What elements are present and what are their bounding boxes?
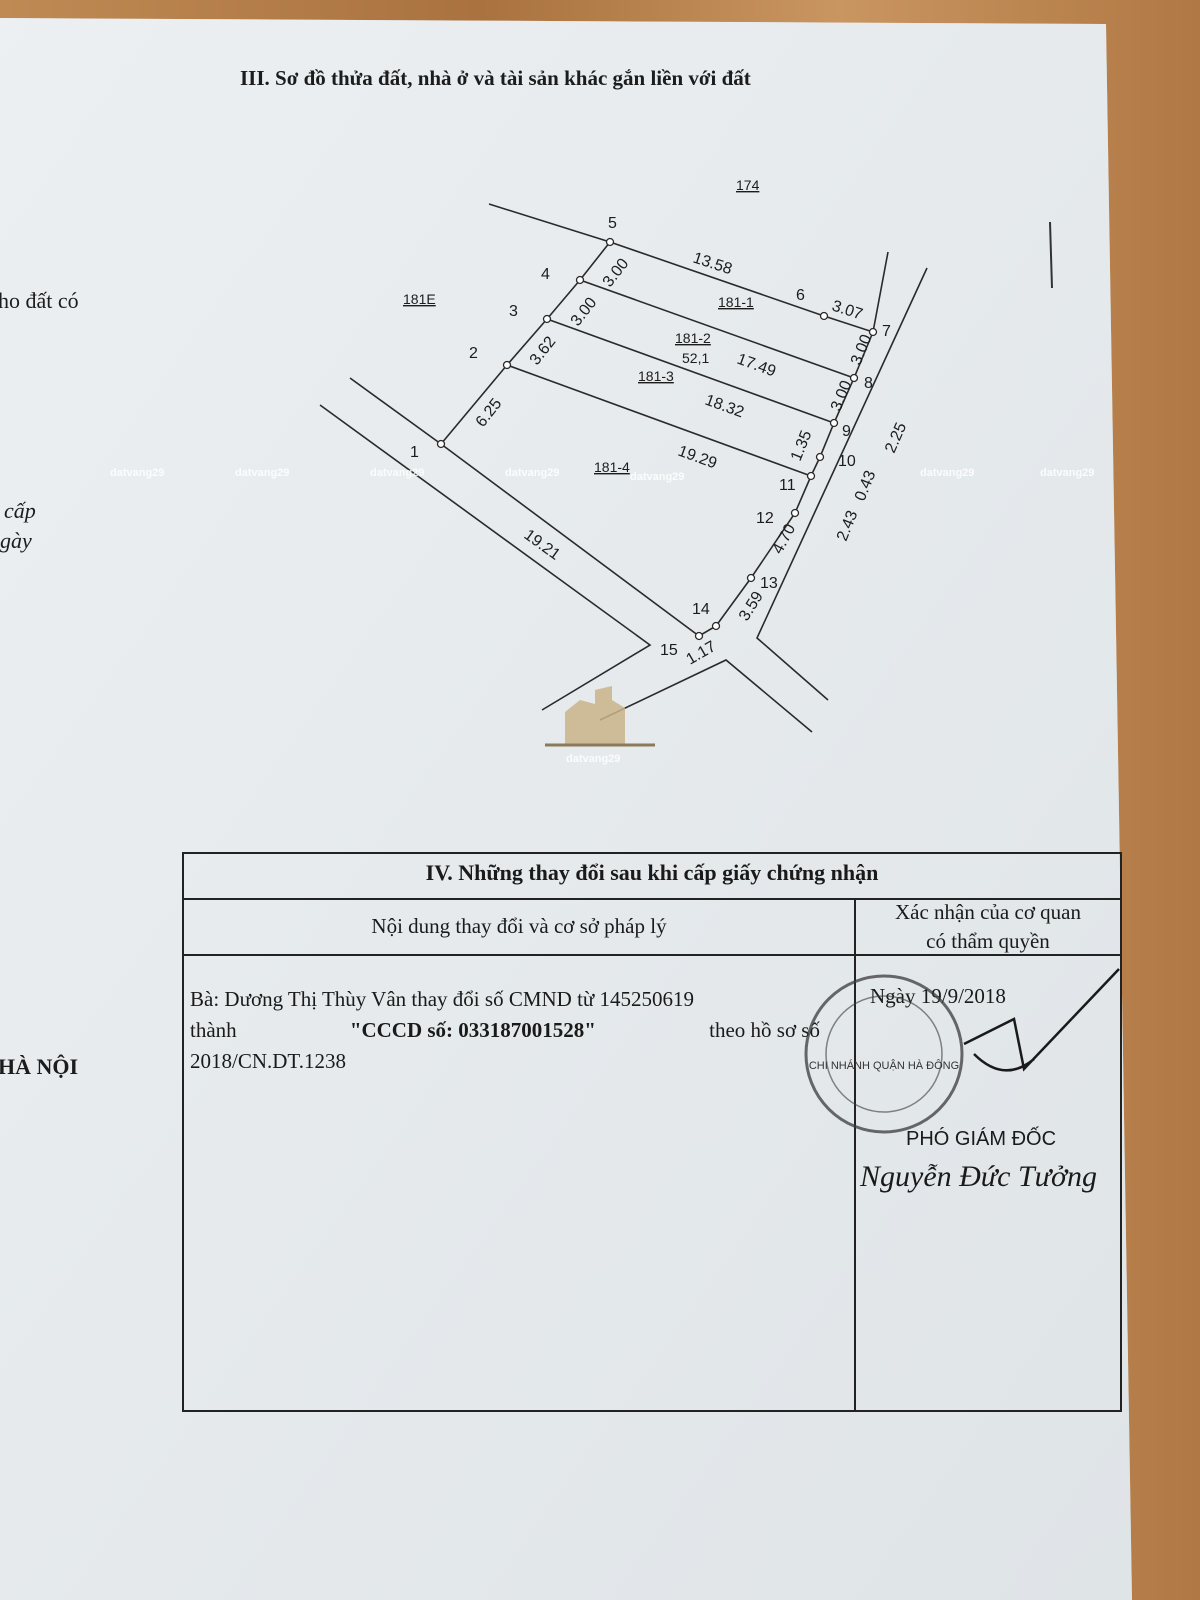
- length-label: 3.00: [568, 294, 601, 329]
- watermark: datvang29: [1040, 467, 1094, 479]
- point-label: 8: [864, 375, 873, 392]
- point-label: 15: [660, 642, 678, 659]
- length-label: 4.70: [770, 521, 800, 557]
- watermark: datvang29: [235, 467, 289, 479]
- column-header-content: Nội dung thay đổi và cơ sở pháp lý: [371, 914, 667, 938]
- section-3-title: III. Sơ đồ thửa đất, nhà ở và tài sản kh…: [240, 66, 751, 90]
- length-label: 0.43: [852, 468, 879, 503]
- parcel-181-1: 181-1: [718, 294, 754, 310]
- official-stamp: CHI NHÁNH QUẬN HÀ ĐÔNG: [804, 974, 964, 1134]
- cropped-text: gày: [0, 528, 32, 553]
- point-label: 1: [410, 444, 419, 461]
- watermark: datvang29: [370, 467, 424, 479]
- length-label: 2.25: [882, 420, 910, 455]
- watermark: datvang29: [630, 471, 684, 483]
- parcel-labels: 174 181E 181-1 181-2 52,1 181-3 181-4: [403, 177, 760, 475]
- cropped-text: HÀ NỘI: [0, 1054, 79, 1079]
- watermarks: datvang29 datvang29 datvang29 datvang29 …: [110, 467, 1094, 483]
- svg-text:CHI NHÁNH QUẬN HÀ ĐÔNG: CHI NHÁNH QUẬN HÀ ĐÔNG: [809, 1059, 959, 1072]
- length-label: 3.00: [828, 378, 855, 413]
- length-label: 3.59: [736, 589, 767, 625]
- point-label: 6: [796, 287, 805, 304]
- cropped-text: cấp: [4, 498, 36, 523]
- signature-mark: [963, 968, 1120, 1072]
- parcel-181-2-area: 52,1: [682, 350, 709, 366]
- length-label: 3.62: [527, 333, 560, 368]
- cropped-text: ho đất có: [0, 288, 79, 313]
- point-label: 4: [541, 266, 550, 283]
- point-label: 2: [469, 345, 478, 362]
- change-content: Bà: Dương Thị Thùy Vân thay đổi số CMND …: [190, 984, 820, 1077]
- signer-position: PHÓ GIÁM ĐỐC: [906, 1128, 1057, 1150]
- parcel-181-2: 181-2: [675, 330, 711, 346]
- point-label: 10: [838, 453, 856, 470]
- length-label: 18.32: [703, 392, 747, 422]
- point-label: 14: [692, 601, 710, 618]
- north-arrow-icon: [1049, 221, 1053, 289]
- changes-table: IV. Những thay đổi sau khi cấp giấy chứn…: [182, 852, 1122, 1412]
- point-label: 9: [842, 423, 851, 440]
- file-number: 2018/CN.DT.1238: [190, 1049, 346, 1073]
- signer-name: Nguyễn Đức Tưởng: [860, 1160, 1098, 1193]
- length-label: 1.17: [684, 638, 720, 668]
- point-label: 11: [779, 477, 796, 494]
- parcel-181-3: 181-3: [638, 368, 674, 384]
- length-label: 3.00: [848, 332, 875, 367]
- point-numbers: 1 2 3 4 5 6 7 8 9 10 11 12 13 14 15: [410, 215, 891, 659]
- content-text: theo hồ sơ số: [709, 1018, 820, 1042]
- parcel-181-4: 181-4: [594, 459, 630, 475]
- length-label: 2.43: [834, 508, 861, 543]
- parcel-181E: 181E: [403, 291, 436, 307]
- section-4-title: IV. Những thay đổi sau khi cấp giấy chứn…: [425, 860, 879, 885]
- content-line: Bà: Dương Thị Thùy Vân thay đổi số CMND …: [190, 987, 695, 1011]
- column-header-confirmation: Xác nhận của cơ quan có thẩm quyền: [856, 898, 1120, 956]
- watermark: datvang29: [920, 467, 974, 479]
- point-label: 12: [756, 510, 774, 527]
- length-label: 19.29: [676, 443, 720, 473]
- boundary-markers: [436, 237, 878, 641]
- watermark: datvang29: [110, 467, 164, 479]
- length-label: 19.21: [521, 526, 563, 563]
- content-text: thành: [190, 1018, 237, 1042]
- point-label: 13: [760, 575, 778, 592]
- svg-text:datvang29: datvang29: [566, 753, 620, 765]
- length-label: 1.35: [788, 428, 815, 463]
- land-plot-diagram: 174 181E 181-1 181-2 52,1 181-3 181-4 1 …: [110, 177, 1094, 765]
- length-label: 17.49: [735, 351, 779, 381]
- point-label: 7: [882, 323, 891, 340]
- header-line: có thẩm quyền: [926, 929, 1050, 953]
- cccd-number: "CCCD số: 033187001528": [349, 1018, 596, 1042]
- point-label: 5: [608, 215, 617, 232]
- parcel-174: 174: [736, 177, 760, 193]
- point-label: 3: [509, 303, 518, 320]
- watermark: datvang29: [505, 467, 559, 479]
- length-label: 13.58: [691, 250, 734, 279]
- watermark-logo: datvang29: [545, 686, 655, 765]
- header-line: Xác nhận của cơ quan: [894, 900, 1082, 924]
- length-label: 3.00: [600, 255, 633, 290]
